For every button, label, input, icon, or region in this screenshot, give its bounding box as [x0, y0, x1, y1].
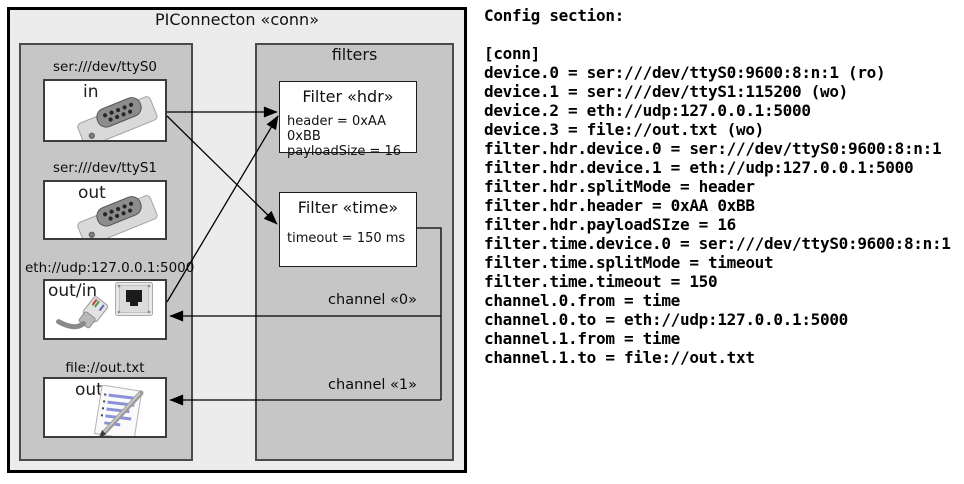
config-line: filter.hdr.header = 0xAA 0xBB — [484, 196, 755, 215]
config-line: filter.hdr.splitMode = header — [484, 177, 755, 196]
config-line: filter.hdr.payloadSIze = 16 — [484, 215, 736, 234]
config-line: channel.0.to = eth://udp:127.0.0.1:5000 — [484, 310, 848, 329]
config-line: device.3 = file://out.txt (wo) — [484, 120, 764, 139]
device-box-eth: out/in — [43, 279, 167, 340]
channel-0-label: channel «0» — [328, 292, 417, 308]
config-line: device.0 = ser:///dev/ttyS0:9600:8:n:1 (… — [484, 63, 886, 82]
rj45-cable-icon — [56, 296, 109, 330]
filter-hdr-attr-payloadsize: payloadSize = 16 — [287, 144, 402, 159]
config-line: filter.hdr.device.0 = ser:///dev/ttyS0:9… — [484, 139, 942, 158]
device-label-file: file://out.txt — [65, 360, 145, 376]
config-section-text: Config section: [conn] device.0 = ser://… — [484, 6, 962, 367]
config-line: device.2 = eth://udp:127.0.0.1:5000 — [484, 101, 811, 120]
ethernet-jack-icon — [115, 282, 153, 316]
config-heading: Config section: — [484, 6, 624, 25]
serial-db9-icon — [77, 96, 158, 140]
device-direction: out/in — [48, 281, 98, 301]
filter-hdr-title: Filter «hdr» — [302, 87, 394, 106]
serial-db9-icon — [77, 195, 158, 238]
device-direction: in — [83, 82, 99, 102]
config-line: channel.0.from = time — [484, 291, 680, 310]
device-direction: out — [78, 183, 106, 203]
config-line: filter.time.device.0 = ser:///dev/ttyS0:… — [484, 234, 951, 253]
device-box-ttyS0: in — [43, 79, 167, 142]
device-box-file: out — [43, 377, 167, 438]
config-line: channel.1.from = time — [484, 329, 680, 348]
device-label-ttyS0: ser:///dev/ttyS0 — [53, 59, 157, 75]
device-label-ttyS1: ser:///dev/ttyS1 — [53, 160, 157, 176]
config-line: [conn] — [484, 44, 540, 63]
config-line: channel.1.to = file://out.txt — [484, 348, 755, 367]
filter-hdr-box: Filter «hdr» header = 0xAA 0xBB payloadS… — [279, 81, 417, 159]
channel-1-label: channel «1» — [328, 377, 417, 393]
filter-time-title: Filter «time» — [297, 198, 399, 217]
config-line: filter.hdr.device.1 = eth://udp:127.0.0.… — [484, 158, 914, 177]
diagram-title: PIConnecton «conn» — [155, 10, 319, 29]
device-label-eth: eth://udp:127.0.0.1:5000 — [25, 260, 195, 276]
filter-hdr-attr-header: header = 0xAA 0xBB — [287, 114, 387, 144]
filters-panel-label: filters — [331, 45, 378, 64]
device-direction: out — [75, 380, 103, 400]
config-line: device.1 = ser:///dev/ttyS1:115200 (wo) — [484, 82, 848, 101]
filter-time-box: Filter «time» timeout = 150 ms — [279, 192, 417, 267]
config-line: filter.time.timeout = 150 — [484, 272, 718, 291]
device-box-ttyS1: out — [43, 180, 167, 240]
config-line: filter.time.splitMode = timeout — [484, 253, 774, 272]
notepad-pen-icon — [93, 385, 144, 436]
filter-time-attr-timeout: timeout = 150 ms — [287, 231, 406, 246]
config-line — [484, 25, 962, 44]
